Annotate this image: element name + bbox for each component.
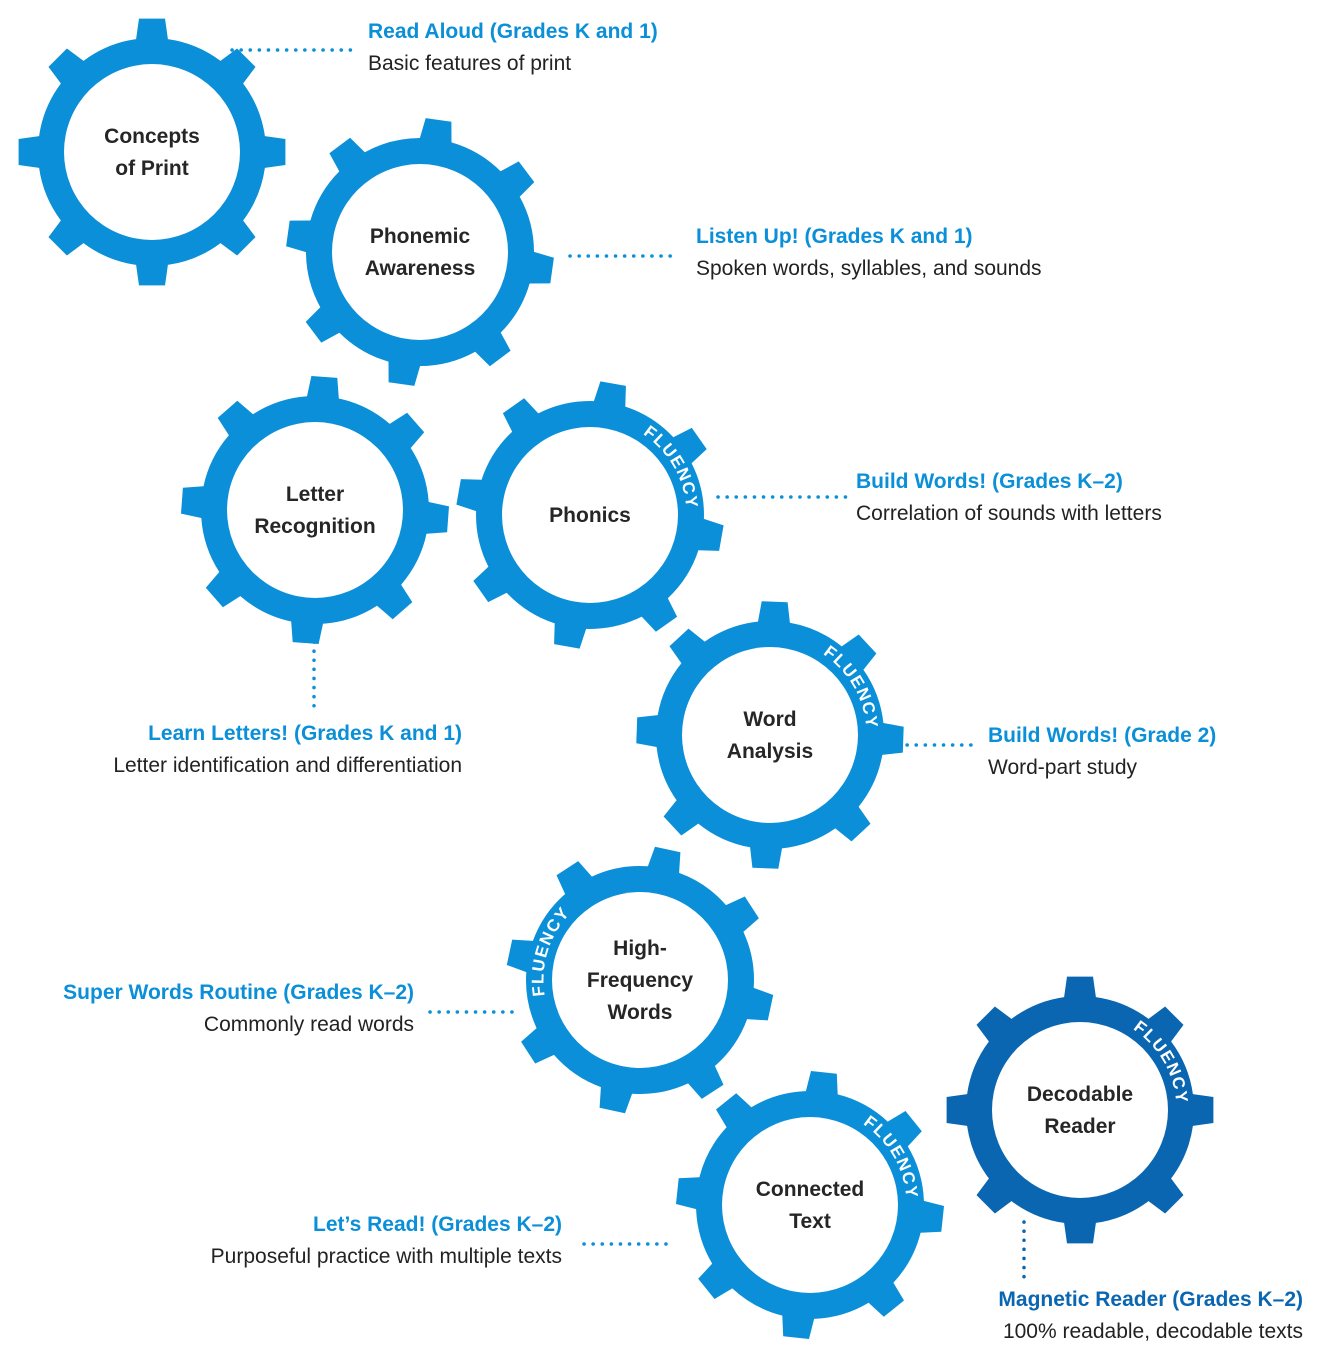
program-title: Read Aloud (Grades K and 1): [368, 20, 658, 43]
gear-label-line: Words: [608, 1001, 673, 1024]
gear-center: [682, 647, 858, 823]
gear-center: [992, 1022, 1168, 1198]
program-title: Magnetic Reader (Grades K–2): [998, 1288, 1303, 1311]
gear-label-line: High-: [613, 937, 667, 960]
program-description: Spoken words, syllables, and sounds: [696, 257, 1042, 280]
gear-label-line: Phonics: [549, 504, 631, 527]
gear-label-line: Recognition: [254, 515, 375, 538]
gear-center: [552, 892, 728, 1068]
program-lets-read: Let’s Read! (Grades K–2) Purposeful pract…: [211, 1213, 562, 1268]
program-description: Basic features of print: [368, 52, 571, 75]
gear-label-line: Concepts: [104, 125, 200, 148]
gear-label-line: Awareness: [365, 257, 476, 280]
program-description: Correlation of sounds with letters: [856, 502, 1162, 525]
program-description: Commonly read words: [204, 1013, 414, 1036]
program-description: Purposeful practice with multiple texts: [211, 1245, 562, 1268]
program-build-words-2: Build Words! (Grade 2) Word-part study: [988, 724, 1216, 779]
program-magnetic-reader: Magnetic Reader (Grades K–2) 100% readabl…: [998, 1288, 1303, 1343]
gear-concepts: Concepts of Print: [18, 18, 286, 286]
program-title: Build Words! (Grades K–2): [856, 470, 1123, 493]
gear-label-line: of Print: [115, 157, 189, 180]
gear-label-line: Decodable: [1027, 1083, 1133, 1106]
gear-center: [502, 427, 678, 603]
program-build-words-k2: Build Words! (Grades K–2) Correlation of …: [856, 470, 1162, 525]
gear-label-line: Connected: [756, 1178, 865, 1201]
connector-lines: [230, 48, 1026, 1282]
gear-center: [332, 164, 508, 340]
program-read-aloud: Read Aloud (Grades K and 1) Basic feature…: [368, 20, 658, 75]
gear-label-line: Phonemic: [370, 225, 471, 248]
program-description: Letter identification and differentiatio…: [113, 754, 462, 777]
program-title: Learn Letters! (Grades K and 1): [148, 722, 462, 745]
gear-label-line: Reader: [1044, 1115, 1115, 1138]
gear-label-line: Frequency: [587, 969, 694, 992]
program-title: Let’s Read! (Grades K–2): [313, 1213, 562, 1236]
gear-center: [722, 1117, 898, 1293]
gear-label-line: Word: [743, 708, 796, 731]
program-title: Build Words! (Grade 2): [988, 724, 1216, 747]
gear-label-line: Text: [789, 1210, 831, 1233]
program-title: Super Words Routine (Grades K–2): [63, 981, 414, 1004]
gear-label-line: Letter: [286, 483, 344, 506]
program-super-words: Super Words Routine (Grades K–2) Commonly…: [63, 981, 414, 1036]
program-title: Listen Up! (Grades K and 1): [696, 225, 973, 248]
gear-center: [227, 422, 403, 598]
gear-label-line: Analysis: [727, 740, 813, 763]
program-description: 100% readable, decodable texts: [1003, 1320, 1303, 1343]
program-labels: Read Aloud (Grades K and 1) Basic feature…: [63, 20, 1303, 1343]
program-listen-up: Listen Up! (Grades K and 1) Spoken words,…: [696, 225, 1042, 280]
program-description: Word-part study: [988, 756, 1137, 779]
program-learn-letters: Learn Letters! (Grades K and 1) Letter id…: [113, 722, 462, 777]
gear-center: [64, 64, 240, 240]
